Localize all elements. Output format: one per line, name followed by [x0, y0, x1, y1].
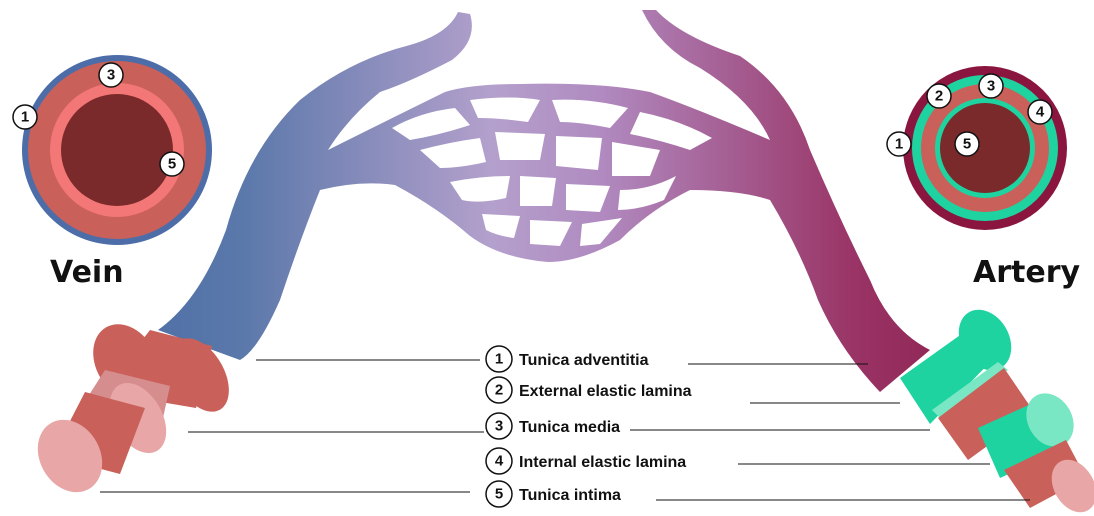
- svg-text:1: 1: [895, 136, 903, 153]
- svg-text:2: 2: [495, 382, 503, 399]
- vein-title: Vein: [50, 255, 124, 290]
- layer-legend: 1 Tunica adventitia 2 External elastic l…: [486, 346, 692, 507]
- svg-text:Tunica intima: Tunica intima: [519, 487, 621, 504]
- svg-text:1: 1: [495, 351, 503, 368]
- artery-tube: [900, 300, 1094, 516]
- legend-item-internal-elastic-lamina: 4 Internal elastic lamina: [486, 448, 686, 474]
- svg-text:Internal elastic lamina: Internal elastic lamina: [519, 454, 686, 471]
- artery-marker-2: 2: [927, 84, 951, 108]
- artery-marker-1: 1: [887, 132, 911, 156]
- legend-item-external-elastic-lamina: 2 External elastic lamina: [486, 377, 692, 403]
- svg-text:Tunica media: Tunica media: [519, 419, 620, 436]
- artery-marker-3: 3: [979, 74, 1003, 98]
- svg-text:3: 3: [987, 78, 995, 95]
- legend-item-tunica-intima: 5 Tunica intima: [486, 481, 621, 507]
- artery-marker-5: 5: [955, 132, 979, 156]
- svg-text:1: 1: [21, 109, 29, 126]
- svg-text:Tunica adventitia: Tunica adventitia: [519, 352, 649, 369]
- artery-marker-4: 4: [1028, 100, 1052, 124]
- legend-item-tunica-adventitia: 1 Tunica adventitia: [486, 346, 649, 372]
- svg-text:3: 3: [107, 67, 115, 84]
- svg-text:External elastic lamina: External elastic lamina: [519, 383, 692, 400]
- vein-marker-5: 5: [160, 152, 184, 176]
- svg-text:5: 5: [168, 156, 176, 173]
- svg-text:5: 5: [495, 486, 503, 503]
- artery-title: Artery: [973, 255, 1080, 290]
- svg-text:2: 2: [935, 88, 943, 105]
- svg-text:3: 3: [495, 418, 503, 435]
- vein-marker-1: 1: [13, 105, 37, 129]
- svg-text:4: 4: [495, 453, 504, 470]
- legend-item-tunica-media: 3 Tunica media: [486, 413, 620, 439]
- svg-text:4: 4: [1036, 104, 1045, 121]
- vein-marker-3: 3: [99, 63, 123, 87]
- svg-text:5: 5: [963, 136, 971, 153]
